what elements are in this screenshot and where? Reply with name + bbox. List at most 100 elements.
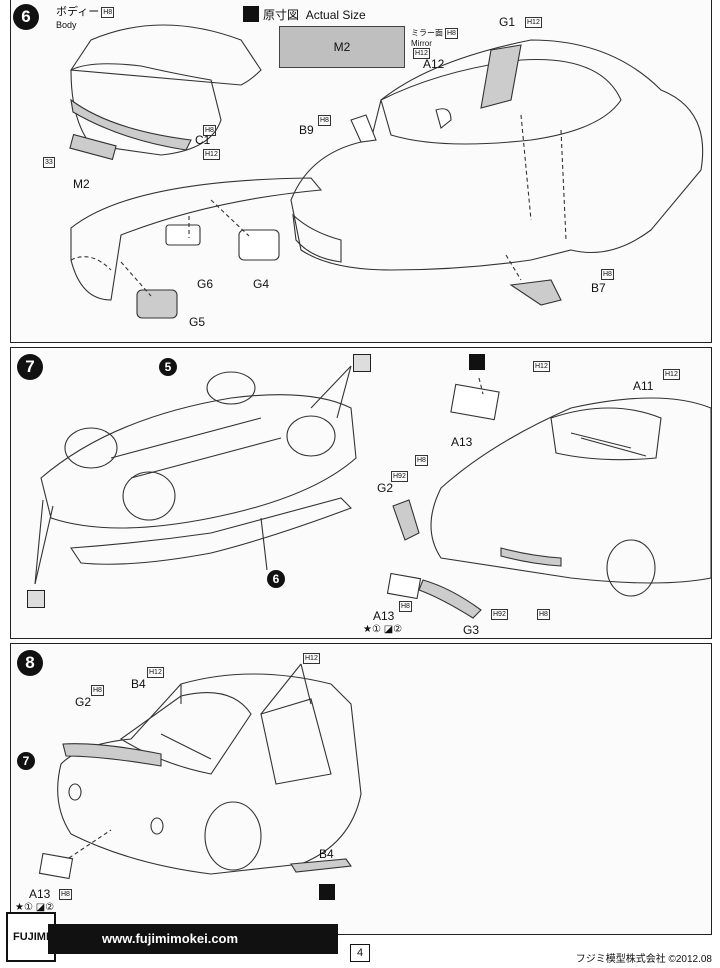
step-number: 7 xyxy=(17,354,43,380)
wheel-fr xyxy=(64,427,118,469)
label-b9-paint: H8 xyxy=(318,114,331,126)
label-b9: B9 xyxy=(299,123,314,137)
label-a12: A12 xyxy=(423,57,445,71)
label-g2-paint: H92 xyxy=(391,470,408,482)
label-g2-paint2: H8 xyxy=(415,454,428,466)
bumper-lower-shade xyxy=(70,98,192,151)
grille xyxy=(292,213,342,263)
m2-actual-size-box: M2 xyxy=(279,26,405,68)
step-number: 8 xyxy=(17,650,43,676)
part-g4-shape xyxy=(238,229,280,261)
label-c1: C1 xyxy=(195,133,211,147)
spoiler-g2 xyxy=(62,743,162,767)
car-body-outline xyxy=(290,39,704,271)
rear-wheel xyxy=(204,801,262,871)
label-b7-paint: H8 xyxy=(601,268,614,280)
rear-car-outline xyxy=(57,673,362,875)
label-b4: B4 xyxy=(131,677,146,691)
label-a13: A13 xyxy=(451,435,473,449)
cement-icon-2 xyxy=(27,590,45,608)
guide-line xyxy=(70,256,112,271)
wiper-b4 xyxy=(160,733,212,760)
cement-icon xyxy=(353,354,371,372)
chassis-detail xyxy=(110,417,282,479)
plate-a13 xyxy=(38,852,74,880)
website-url[interactable]: www.fujimimokei.com xyxy=(102,931,239,946)
wheel-fl xyxy=(122,471,176,521)
step6-illustration xyxy=(69,24,704,319)
roof-opening xyxy=(380,58,622,145)
chassis-outline xyxy=(40,394,357,529)
label-a13-paint: H8 xyxy=(59,888,72,900)
body-underside xyxy=(70,497,352,565)
label-m2-decal: 33 xyxy=(43,156,55,168)
label-g5: G5 xyxy=(189,315,206,329)
label-m2: M2 xyxy=(73,177,90,191)
copyright: フジミ模型株式会社 ©2012.08 xyxy=(575,954,712,965)
m2-plate xyxy=(69,133,117,161)
label-b4-paint: H12 xyxy=(147,666,164,678)
label-a13b-paint: H8 xyxy=(399,600,412,612)
wheel-rl xyxy=(286,415,336,457)
ref-step7: 7 xyxy=(17,752,35,770)
window-g1 xyxy=(480,44,522,109)
actual-size-icon xyxy=(319,884,335,900)
label-g3-paint2: H8 xyxy=(537,608,550,620)
label-g3-paint: H92 xyxy=(491,608,508,620)
label-a13-decals: ★① ◪② xyxy=(15,902,55,913)
plate-a13 xyxy=(450,383,500,421)
side-window xyxy=(260,698,332,785)
part-g3-shape xyxy=(418,579,482,619)
label-g2: G2 xyxy=(377,481,394,495)
label-g1-paint: H12 xyxy=(525,16,542,28)
label-c1-paint2: H12 xyxy=(203,148,220,160)
step7-illustration xyxy=(34,365,712,619)
part-g5-shape xyxy=(136,289,178,319)
bumper-shade xyxy=(500,547,562,567)
label-g3: G3 xyxy=(463,623,480,637)
part-g6-shape xyxy=(165,224,201,246)
actual-size-header: 原寸図 Actual Size xyxy=(263,8,366,22)
step8-panel: 8 H8 G2 H12 B4 H12 7 B4 A13 H8 ★① ◪② xyxy=(10,643,712,935)
label-a13: A13 xyxy=(29,887,51,901)
label-a11-paint2: H12 xyxy=(663,368,680,380)
ref-step6: 6 xyxy=(267,570,285,588)
step7-panel: 7 5 6 A13 H12 H12 A11 H92 H8 G2 H9 xyxy=(10,347,712,639)
label-g1: G1 xyxy=(499,15,516,29)
label-a13b: A13 xyxy=(373,609,395,623)
part-g2-shape xyxy=(392,499,420,541)
wiper-b4b-shape xyxy=(290,858,352,873)
ref-step5: 5 xyxy=(159,358,177,376)
step-number: 6 xyxy=(13,4,39,30)
label-c1-paint: H8 xyxy=(203,124,216,136)
part-b9-shape xyxy=(350,114,377,143)
label-b7: B7 xyxy=(591,281,606,295)
rear-bumper-c1 xyxy=(70,63,222,156)
body-top-outline xyxy=(70,24,262,86)
label-a11-paint: H12 xyxy=(533,360,550,372)
actual-size-icon xyxy=(469,354,485,370)
label-g4: G4 xyxy=(253,277,270,291)
part-b7-shape xyxy=(509,279,562,306)
label-a11: A11 xyxy=(633,379,654,393)
label-a13b-decals: ★① ◪② xyxy=(363,624,403,635)
website-url-bar: www.fujimimokei.com xyxy=(48,924,338,954)
label-g2: G2 xyxy=(75,695,92,709)
bumper-assembly xyxy=(70,177,323,301)
label-g2-paint: H8 xyxy=(91,684,104,696)
tail-light-2 xyxy=(150,817,164,835)
actual-size-icon xyxy=(243,6,259,22)
label-g6: G6 xyxy=(197,277,214,291)
front-car-outline xyxy=(430,397,712,584)
fujimi-logo: FUJIMI xyxy=(6,912,56,962)
label-b4b: B4 xyxy=(319,847,334,861)
page-number: 4 xyxy=(350,944,370,962)
plate-a13b xyxy=(386,572,422,600)
windshield xyxy=(550,407,662,461)
label-roof-paint: H12 xyxy=(303,652,320,664)
tail-light-1 xyxy=(68,783,82,801)
part-a12-shape xyxy=(435,108,452,129)
